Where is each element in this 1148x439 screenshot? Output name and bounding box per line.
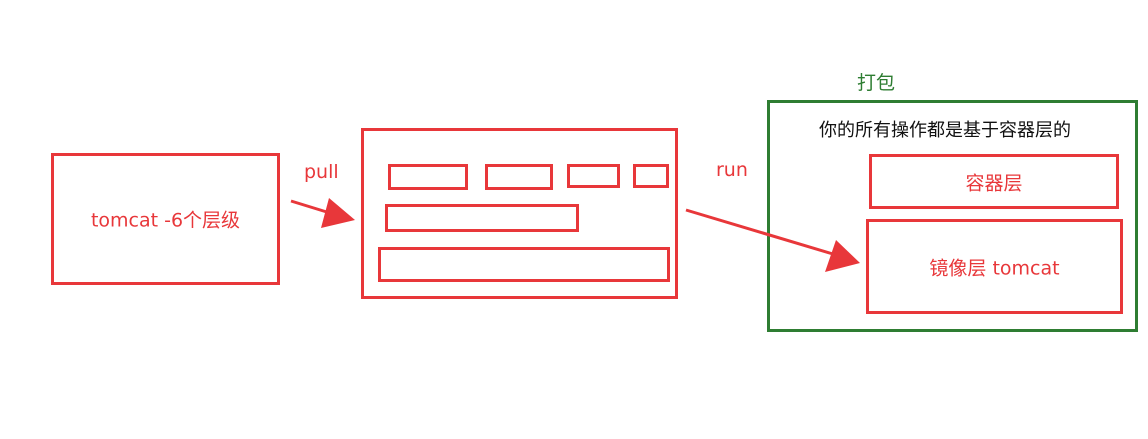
- layer-block: [378, 247, 670, 282]
- image-layer-label: 镜像层 tomcat: [929, 257, 1060, 279]
- package-description: 你的所有操作都是基于容器层的: [819, 120, 1071, 141]
- container-layer-box: 容器层: [869, 154, 1119, 209]
- pull-label: pull: [304, 161, 339, 183]
- package-title: 打包: [857, 72, 896, 94]
- layer-block: [388, 164, 468, 190]
- image-layer-box: 镜像层 tomcat: [866, 219, 1123, 314]
- source-image-box: tomcat -6个层级: [51, 153, 280, 285]
- layer-block: [485, 164, 553, 190]
- layered-image-box: [361, 128, 678, 299]
- layer-block: [633, 164, 669, 188]
- container-layer-label: 容器层: [965, 172, 1023, 194]
- layer-block: [567, 164, 620, 188]
- pull-arrow: [290, 198, 355, 228]
- layer-block: [385, 204, 579, 232]
- source-image-label: tomcat -6个层级: [90, 209, 241, 232]
- run-label: run: [716, 159, 748, 181]
